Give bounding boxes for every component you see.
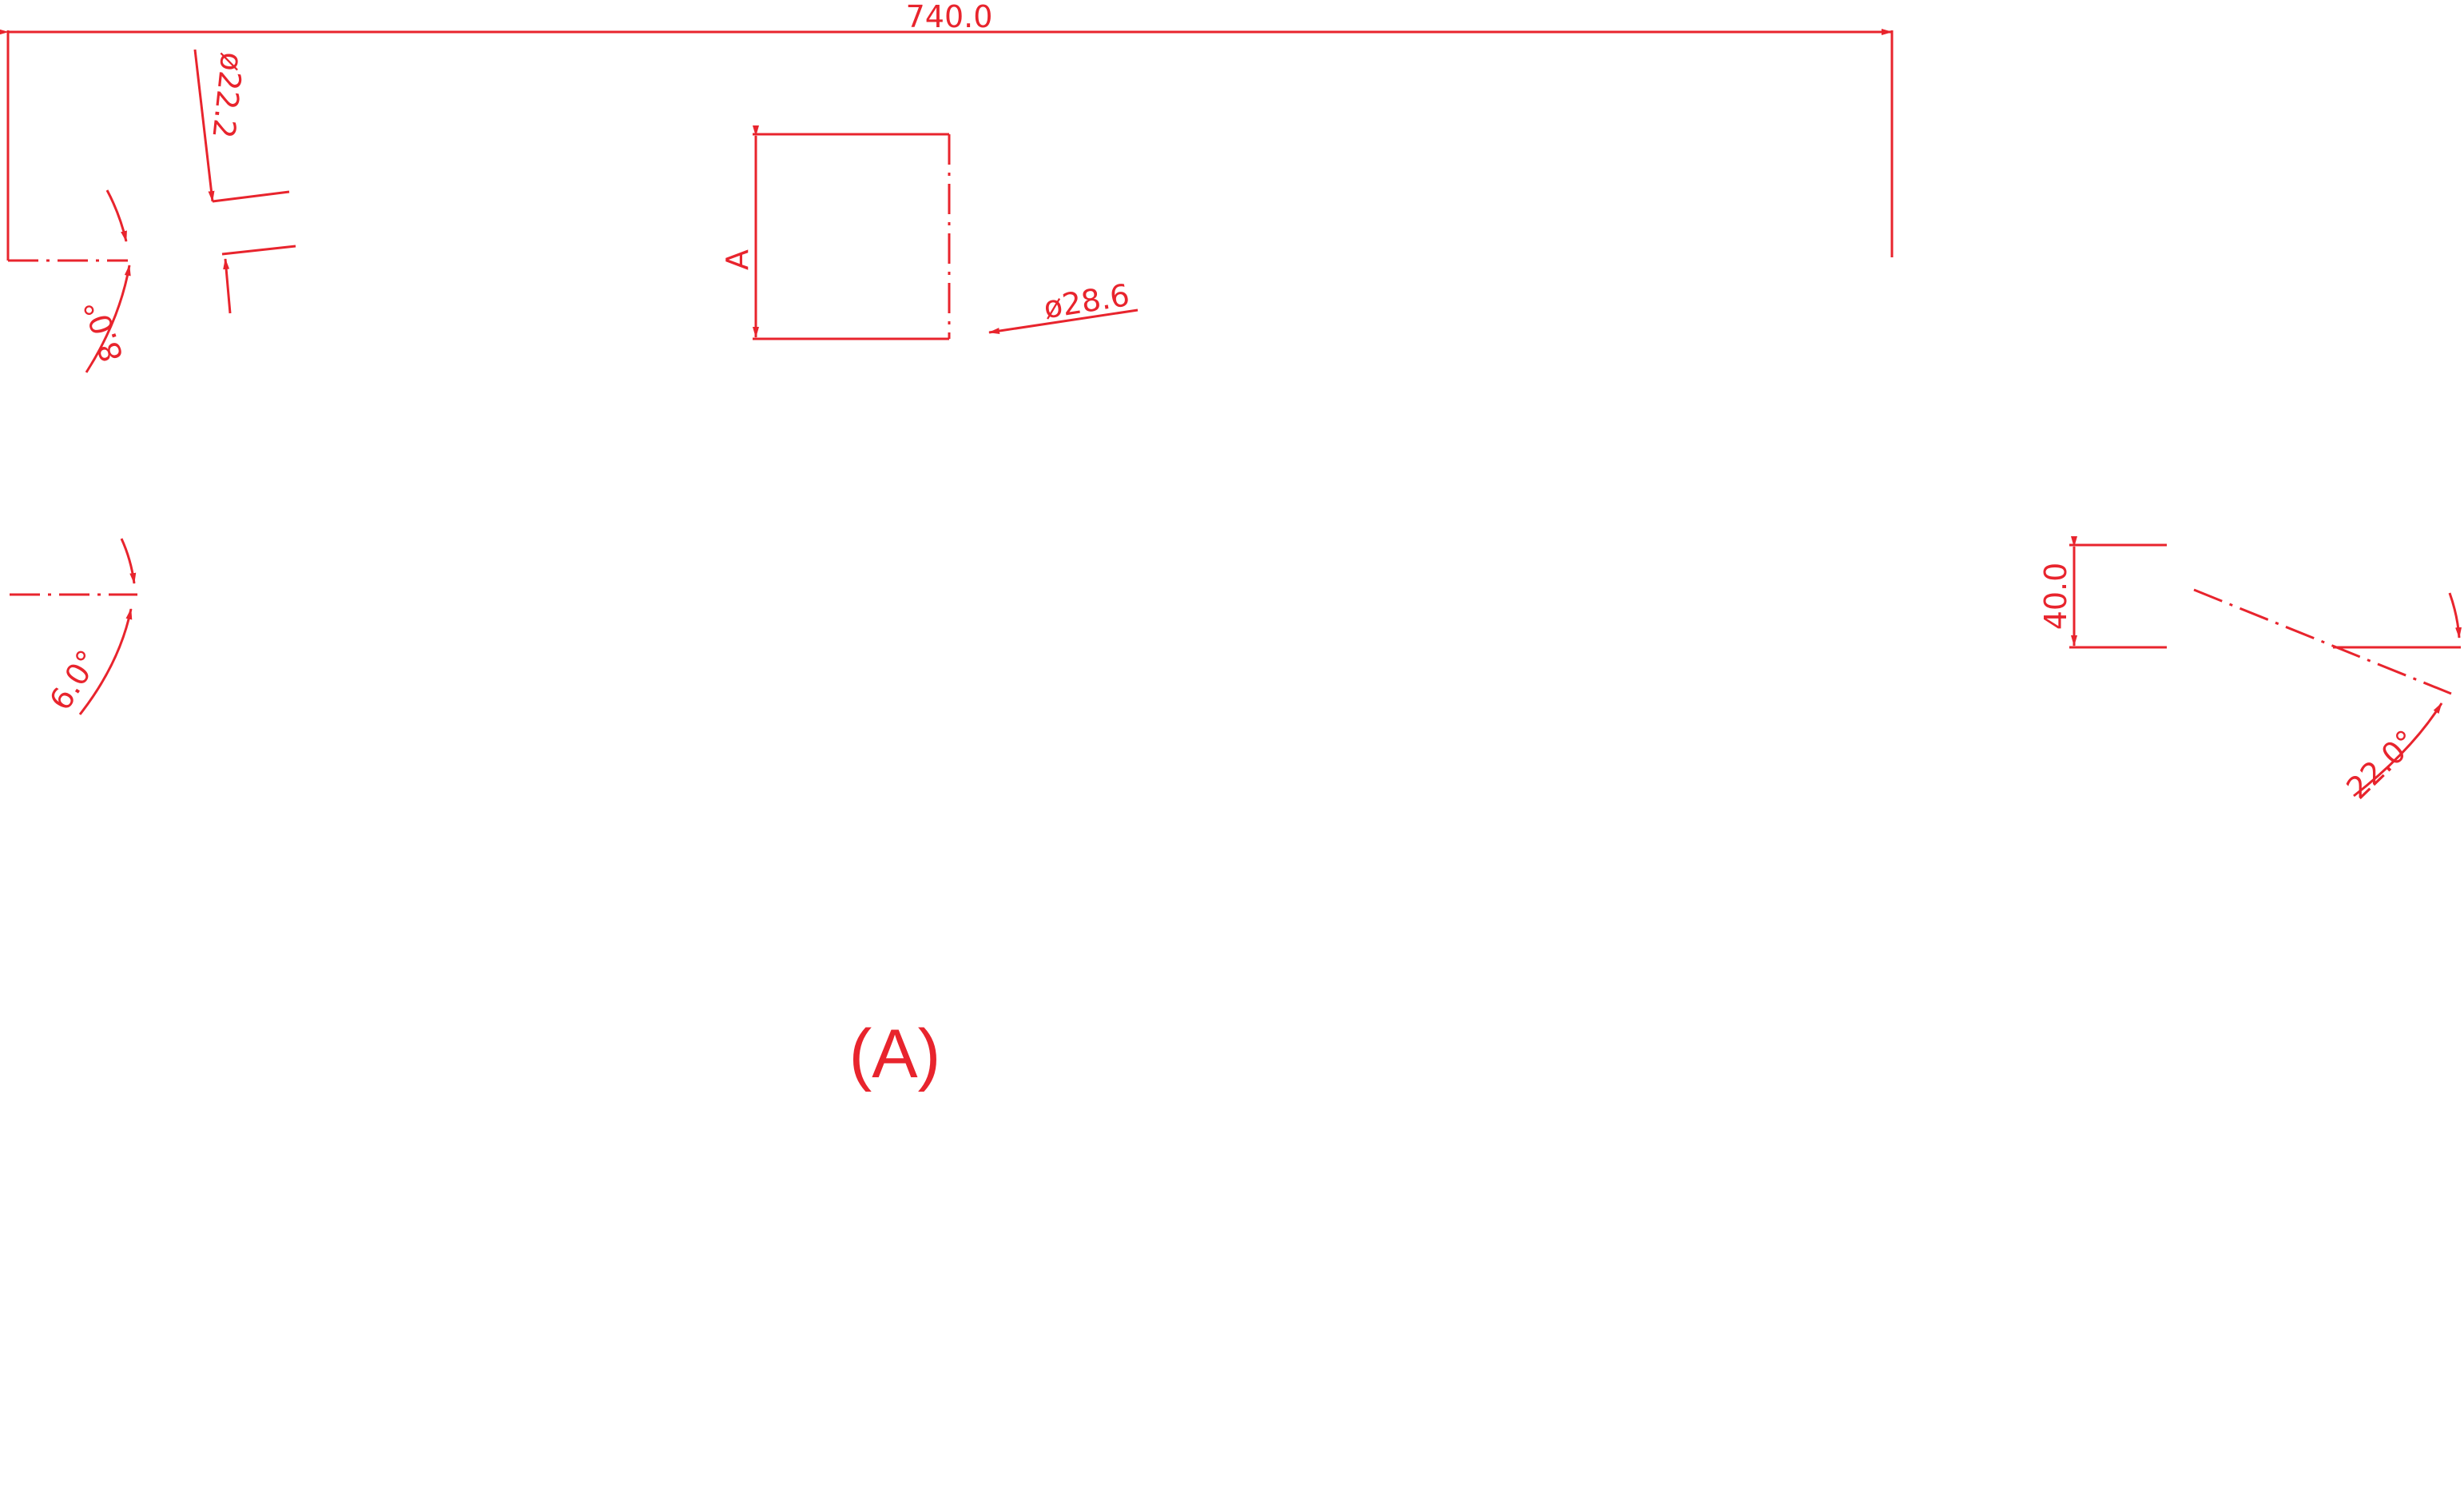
angle-8-arc-lower	[85, 265, 131, 373]
tube-small-leader-bottom	[223, 258, 232, 314]
tube-diameter-large-dimension: ø28.6	[988, 277, 1139, 335]
section-a-view: A	[720, 125, 951, 340]
tube-diameter-small-label: ø22.2	[205, 50, 249, 140]
angle-6-dimension: 6.0°	[42, 538, 137, 717]
figure-title: (A)	[849, 1016, 941, 1092]
angle-22-arc-lower	[2353, 702, 2443, 798]
offset-40-label: 40.0	[2038, 563, 2073, 631]
angle-22-dimension: 22.0°	[2193, 588, 2462, 806]
angle-22-label: 22.0°	[2339, 723, 2423, 806]
angle-6-label: 6.0°	[42, 644, 105, 717]
angle-8-dimension: 8.0°	[77, 189, 131, 373]
tube-small-wall-lower	[221, 245, 296, 256]
overall-length-dimension: 740.0	[0, 0, 1894, 261]
section-a-label: A	[720, 249, 755, 270]
tube-small-wall-upper	[212, 190, 290, 203]
tube-small-leader-top	[193, 49, 215, 202]
angle-22-arc-upper	[2448, 592, 2462, 639]
overall-length-label: 740.0	[906, 0, 993, 34]
angle-6-arc-lower	[78, 608, 133, 715]
angle-6-arc-upper	[120, 538, 137, 584]
angle-8-label: 8.0°	[77, 295, 129, 366]
offset-40-dimension: 40.0	[2038, 536, 2167, 649]
tube-large-leader	[988, 308, 1139, 335]
right-end-centerline	[2193, 588, 2452, 695]
tube-diameter-large-label: ø28.6	[1041, 277, 1131, 325]
angle-8-arc-upper	[105, 189, 128, 242]
tube-diameter-small-dimension: ø22.2	[193, 49, 296, 314]
